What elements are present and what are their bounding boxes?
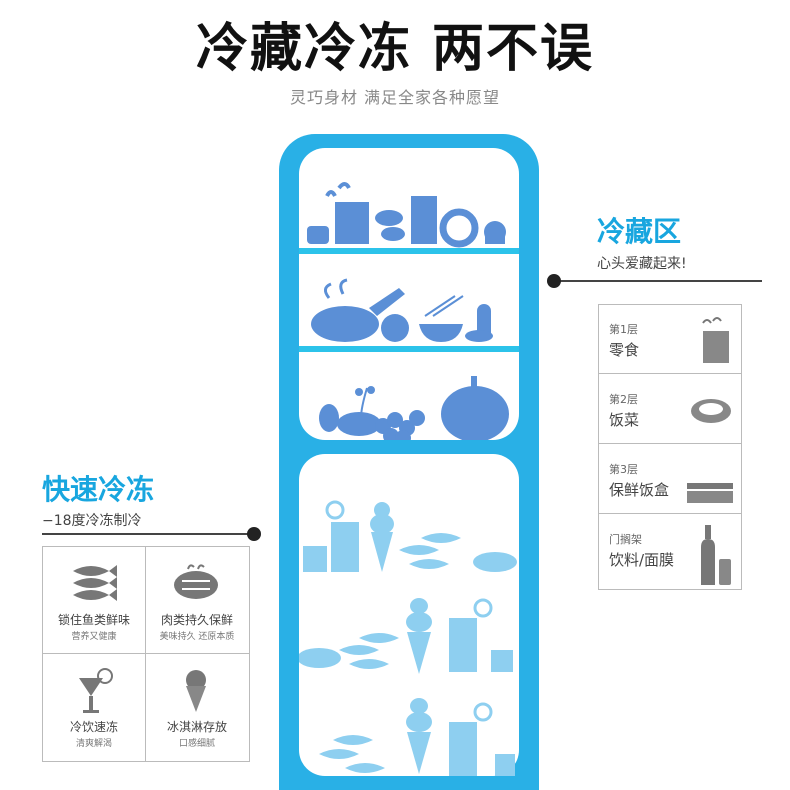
frozen-items-row-3 [319,698,515,776]
fridge-shelf-panel: 第1层 零食 第2层 饭菜 第3层 保鲜饭盒 门搁架 饮料/面膜 [598,304,742,590]
fish-icon [73,565,117,601]
shelf-level: 门搁架 [609,533,642,546]
shelf-item: 门搁架 饮料/面膜 [599,515,741,589]
shelf-item: 第2层 饭菜 [599,375,741,444]
feature-label: 冷饮速冻 [69,720,118,734]
shelf-item: 第1层 零食 [599,305,741,374]
panel-divider [43,653,249,654]
feature-label: 锁住鱼类鲜味 [57,613,130,627]
fridge-zone-leader-line [556,280,762,282]
food-box-icon [687,483,733,503]
shelf-level: 第3层 [609,463,638,476]
fridge-zone-subtitle: 心头爱藏起来! [597,256,687,272]
feature-sub: 清爽解渴 [75,739,112,749]
shelf-level: 第2层 [609,393,638,406]
feature-label: 肉类持久保鲜 [160,613,233,627]
shelf-level: 第1层 [609,323,638,336]
fridge-zone-pointer-dot [547,274,561,288]
fridge-food-illustration [307,182,509,440]
feature-label: 冰淇淋存放 [166,720,227,734]
freezer-zone-pointer-dot [247,527,261,541]
snacks-illustration [307,182,506,248]
page-title: 冷藏冷冻 两不误 [195,19,595,79]
feature-item: 锁住鱼类鲜味 营养又健康 [43,547,145,651]
freezer-compartment [299,454,519,776]
feature-sub: 营养又健康 [71,632,117,642]
shelf-label: 饭菜 [609,411,640,429]
frozen-items-row-2 [299,598,513,674]
freezer-feature-panel: 锁住鱼类鲜味 营养又健康 肉类持久保鲜 美味持久 还原本质 冷饮速冻 清爽解渴 … [42,546,250,762]
ice-cream-icon [186,670,206,712]
fridge-compartment [299,148,519,440]
dish-bowl-icon [691,399,731,423]
shelf-label: 保鲜饭盒 [609,481,670,499]
freezer-zone-leader-line [42,533,254,535]
shelf-label: 饮料/面膜 [609,551,675,569]
fridge-illustration [279,134,539,790]
shelf-label: 零食 [609,341,640,359]
bottle-can-icon [701,525,731,585]
feature-item: 冷饮速冻 清爽解渴 [43,654,145,758]
freezer-zone-subtitle: −18度冷冻制冷 [42,513,142,529]
page-subtitle: 灵巧身材 满足全家各种愿望 [289,88,501,107]
panel-divider [145,547,146,761]
frozen-items-row-1 [303,500,517,572]
freezer-food-illustration [299,500,517,776]
feature-sub: 口感细腻 [178,739,215,749]
snack-bag-icon [702,317,729,363]
freezer-zone-title: 快速冷冻 [42,473,155,506]
cold-drink-icon [79,668,113,713]
shelf-divider [299,346,519,352]
shelf-item: 第3层 保鲜饭盒 [599,445,741,514]
feature-sub: 美味持久 还原本质 [159,632,235,642]
feature-item: 冰淇淋存放 口感细腻 [146,654,248,758]
feature-item: 肉类持久保鲜 美味持久 还原本质 [146,547,248,651]
steak-icon [174,564,218,599]
fridge-zone-title: 冷藏区 [597,215,682,248]
dishes-illustration [311,278,493,342]
shelf-divider [299,248,519,254]
fruits-vegetables-illustration [319,376,509,440]
